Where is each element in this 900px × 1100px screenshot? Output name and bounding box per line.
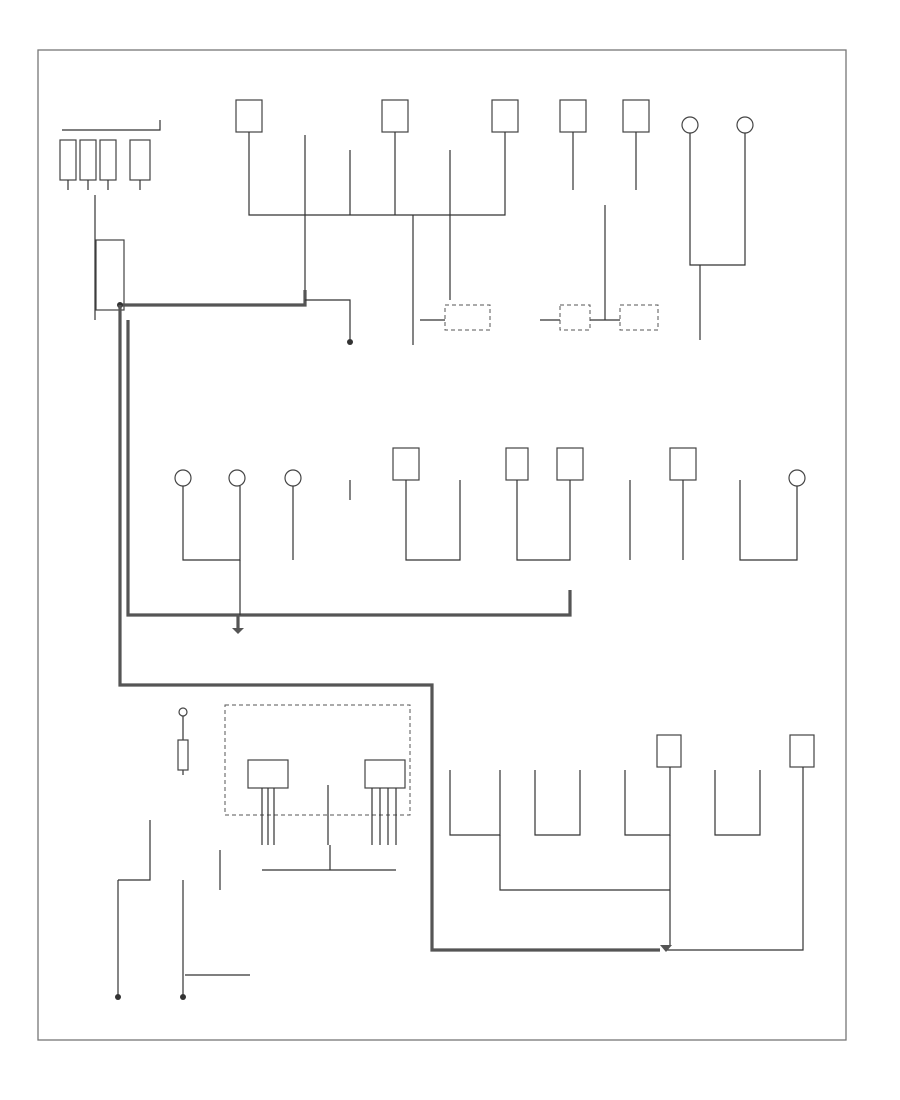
ground-arrow-middle — [232, 628, 244, 634]
left-vertical-bus — [118, 305, 660, 952]
top-component-row — [235, 99, 754, 345]
top-ground-bus — [120, 290, 307, 307]
ground-symbol-top — [347, 339, 353, 345]
bottom-middle-modules — [247, 759, 406, 871]
ground-g102 — [180, 994, 186, 1000]
top-modules — [444, 304, 659, 331]
bottom-left-circuit — [115, 707, 250, 1000]
ground-g101 — [115, 994, 121, 1000]
diagram-frame — [37, 49, 847, 1041]
bottom-right-component-row — [449, 734, 815, 951]
ground-arrow-bottom — [660, 945, 672, 952]
junction-block-top-left — [59, 120, 161, 320]
middle-component-row — [174, 447, 806, 615]
